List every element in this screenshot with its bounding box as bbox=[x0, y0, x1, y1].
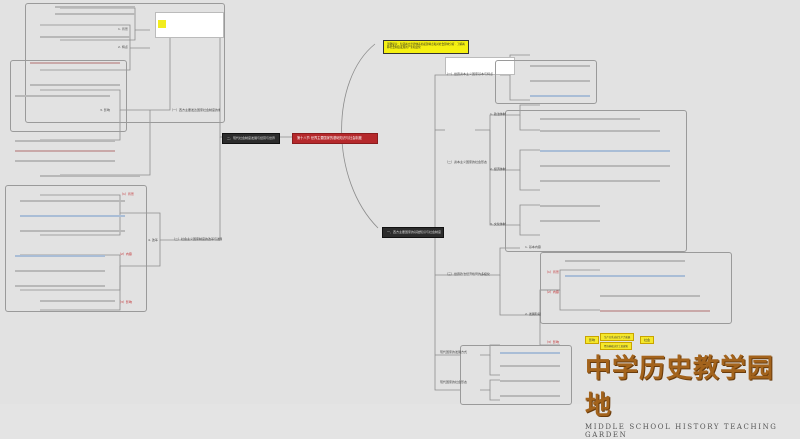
pill-economic-base[interactable]: 经济基础决定上层建筑 bbox=[600, 342, 632, 350]
root-node[interactable]: 第十八节 世界主要国家的基础知识与社会制度 bbox=[292, 133, 378, 144]
tag-impact[interactable]: （3）影响 bbox=[118, 300, 132, 304]
label-impact[interactable]: 3. 影响 bbox=[100, 108, 110, 112]
leaf-text bbox=[530, 80, 590, 82]
leaf-text bbox=[500, 395, 560, 397]
top-note[interactable]: 温馨提示：知道两大世界体系的起源特点和对社会影响分析 · 了解两种社会制度发展的… bbox=[383, 40, 469, 54]
leaf-text bbox=[20, 200, 125, 202]
leaf-text bbox=[55, 13, 135, 15]
leaf-text bbox=[565, 260, 685, 262]
leaf-text bbox=[30, 84, 120, 86]
leaf-text bbox=[40, 300, 115, 302]
branch-left-main[interactable]: 二、现代社会制度发展与经营与世界 bbox=[222, 133, 280, 144]
leaf-text bbox=[600, 310, 710, 312]
leaf-text bbox=[15, 285, 105, 287]
leaf-text bbox=[15, 270, 105, 272]
label-growth[interactable]: 2. 发展阶段 bbox=[525, 312, 541, 316]
label-basics[interactable]: 1. 基本内容 bbox=[525, 245, 541, 249]
label-reform[interactable]: 4. 改革 bbox=[148, 238, 158, 242]
leaf-text bbox=[500, 365, 560, 367]
pill-productivity[interactable]: 生产关系适应生产力发展 bbox=[600, 333, 635, 341]
connector-left-down bbox=[172, 137, 221, 241]
label-features[interactable]: 2. 特点 bbox=[118, 45, 128, 49]
leaf-text bbox=[55, 6, 135, 8]
leaf-text bbox=[15, 140, 115, 142]
leaf-text bbox=[540, 150, 670, 152]
tag-red-right-2[interactable]: （2）内容 bbox=[545, 290, 559, 294]
leaf-text bbox=[600, 295, 700, 297]
label-politics[interactable]: 1. 政治体制 bbox=[490, 112, 506, 116]
left-group-mid bbox=[10, 60, 127, 132]
brand-logo: 中学历史教学园地 MIDDLE SCHOOL HISTORY TEACHING … bbox=[585, 348, 795, 439]
leaf-text bbox=[540, 180, 660, 182]
branch-right-sub-low[interactable]: （三）世界政治经济格局的多极化 bbox=[445, 272, 491, 276]
leaf-text bbox=[530, 95, 590, 97]
right-group-mid bbox=[505, 110, 687, 252]
branch-right-sub-bottom2[interactable]: 现代国家的社会形态 bbox=[440, 380, 468, 384]
branch-left-sub-top[interactable]: （一）西方主要发达国家社会制度的重点 bbox=[170, 108, 220, 112]
leaf-text bbox=[15, 95, 110, 97]
leaf-text bbox=[15, 255, 105, 257]
branch-right-sub-top[interactable]: （一）世界资本主义国家基本与特点 bbox=[445, 72, 494, 76]
brand-logo-cn: 中学历史教学园地 bbox=[585, 354, 775, 421]
branch-right-sub-mid[interactable]: （二）资本主义国家的社会形态 bbox=[445, 160, 488, 164]
leaf-text bbox=[540, 130, 660, 132]
leaf-text bbox=[40, 36, 130, 38]
pill-society[interactable]: 社会 bbox=[640, 336, 655, 344]
diagram-card-left bbox=[155, 12, 224, 38]
leaf-text bbox=[15, 160, 115, 162]
leaf-text bbox=[20, 215, 125, 217]
branch-right-sub-bottom1[interactable]: 现代国家的发展方式 bbox=[440, 350, 468, 354]
label-culture[interactable]: 3. 文化体制 bbox=[490, 222, 506, 226]
leaf-text bbox=[540, 118, 640, 120]
leaf-text bbox=[540, 205, 600, 207]
leaf-text bbox=[530, 65, 590, 67]
pill-impact[interactable]: 影响 bbox=[585, 336, 600, 344]
card-highlight bbox=[158, 20, 166, 28]
label-history[interactable]: 1. 背景 bbox=[118, 27, 128, 31]
tag-red-right-1[interactable]: （1）背景 bbox=[545, 270, 559, 274]
brand-logo-en: MIDDLE SCHOOL HISTORY TEACHING GARDEN bbox=[585, 423, 778, 439]
leaf-text bbox=[20, 230, 125, 232]
leaf-text bbox=[500, 352, 560, 354]
left-group-low bbox=[5, 185, 147, 312]
leaf-text bbox=[30, 62, 120, 64]
branch-left-sub-mid[interactable]: （二）社会主义国家制度的改革与发展 bbox=[172, 237, 222, 241]
leaf-text bbox=[40, 175, 140, 177]
leaf-text bbox=[540, 220, 600, 222]
left-group-top bbox=[25, 3, 225, 123]
leaf-text bbox=[565, 275, 685, 277]
label-economy[interactable]: 2. 经济体制 bbox=[490, 167, 506, 171]
leaf-text bbox=[15, 150, 115, 152]
leaf-text bbox=[500, 380, 560, 382]
branch-right-main[interactable]: 一、西方主要国家的基础知识与社会制度 bbox=[382, 227, 444, 238]
connector-root-right bbox=[341, 43, 379, 229]
leaf-text bbox=[540, 165, 670, 167]
tag-background[interactable]: （1）背景 bbox=[120, 192, 134, 196]
right-group-low bbox=[540, 252, 732, 324]
tag-content[interactable]: （2）内容 bbox=[118, 252, 132, 256]
tag-red-right-3[interactable]: （3）影响 bbox=[545, 340, 559, 344]
mindmap-canvas: 温馨提示：知道两大世界体系的起源特点和对社会影响分析 · 了解两种社会制度发展的… bbox=[5, 3, 776, 439]
right-group-top bbox=[495, 60, 597, 104]
